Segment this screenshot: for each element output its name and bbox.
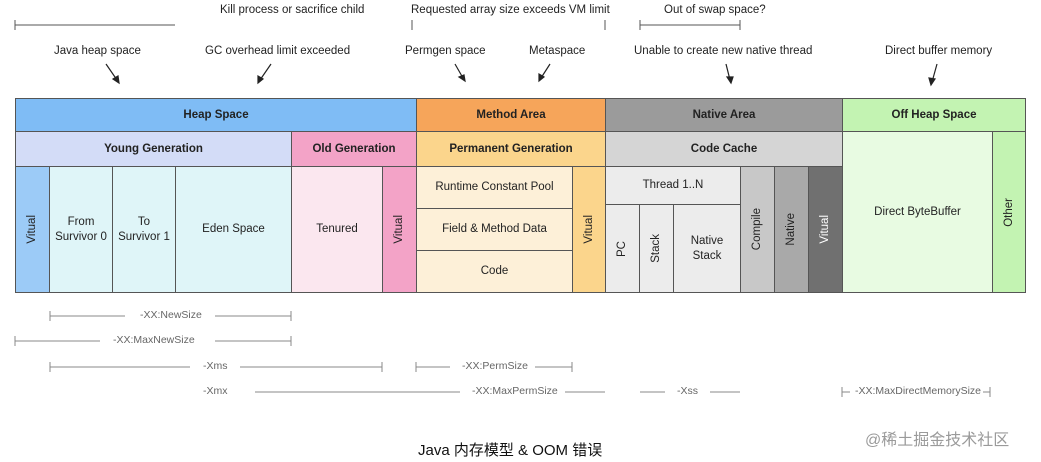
error-requested-array: Requested array size exceeds VM limit	[411, 4, 610, 16]
error-kill-process: Kill process or sacrifice child	[220, 4, 365, 16]
direct-bytebuffer-cell: Direct ByteBuffer	[842, 131, 993, 293]
native-virtual-cell: Vitual	[808, 166, 843, 293]
diagram-caption: Java 内存模型 & OOM 错误	[418, 442, 603, 459]
error-gc-overhead: GC overhead limit exceeded	[205, 45, 351, 57]
young-generation-header: Young Generation	[15, 131, 292, 167]
param-new-size: -XX:NewSize	[140, 309, 202, 321]
native-area-header: Native Area	[605, 98, 843, 132]
param-xmx: -Xmx	[203, 385, 228, 397]
param-max-perm-size: -XX:MaxPermSize	[472, 385, 558, 397]
permanent-generation-header: Permanent Generation	[416, 131, 606, 167]
native-stack-cell: Native Stack	[673, 204, 741, 293]
eden-space-cell: Eden Space	[175, 166, 292, 293]
param-perm-size: -XX:PermSize	[462, 360, 528, 372]
young-virtual-cell: Vitual	[15, 166, 50, 293]
error-direct-buffer: Direct buffer memory	[885, 45, 993, 57]
pc-cell: PC	[605, 204, 640, 293]
watermark: @稀土掘金技术社区	[865, 432, 1010, 449]
runtime-constant-pool-cell: Runtime Constant Pool	[416, 166, 573, 209]
other-cell: Other	[992, 131, 1026, 293]
error-metaspace: Metaspace	[529, 45, 586, 57]
perm-virtual-cell: Vitual	[572, 166, 606, 293]
from-survivor-cell: From Survivor 0	[49, 166, 113, 293]
error-permgen: Permgen space	[405, 45, 486, 57]
param-max-new-size: -XX:MaxNewSize	[113, 334, 195, 346]
native-cell: Native	[774, 166, 809, 293]
error-java-heap: Java heap space	[54, 45, 141, 57]
thread-cell: Thread 1..N	[605, 166, 741, 205]
arrow-gc-overhead	[259, 63, 272, 81]
error-out-of-swap: Out of swap space?	[664, 4, 766, 16]
stack-cell: Stack	[639, 204, 674, 293]
param-xms: -Xms	[203, 360, 228, 372]
param-xss: -Xss	[677, 385, 698, 397]
old-virtual-cell: Vitual	[382, 166, 417, 293]
param-max-direct-memory: -XX:MaxDirectMemorySize	[855, 385, 982, 397]
code-cache-header: Code Cache	[605, 131, 843, 167]
error-native-thread: Unable to create new native thread	[634, 45, 813, 57]
field-method-data-cell: Field & Method Data	[416, 208, 573, 251]
code-cell: Code	[416, 250, 573, 293]
to-survivor-cell: To Survivor 1	[112, 166, 176, 293]
tenured-cell: Tenured	[291, 166, 383, 293]
compile-cell: Compile	[740, 166, 775, 293]
old-generation-header: Old Generation	[291, 131, 417, 167]
heap-space-header: Heap Space	[15, 98, 417, 132]
off-heap-space-header: Off Heap Space	[842, 98, 1026, 132]
method-area-header: Method Area	[416, 98, 606, 132]
